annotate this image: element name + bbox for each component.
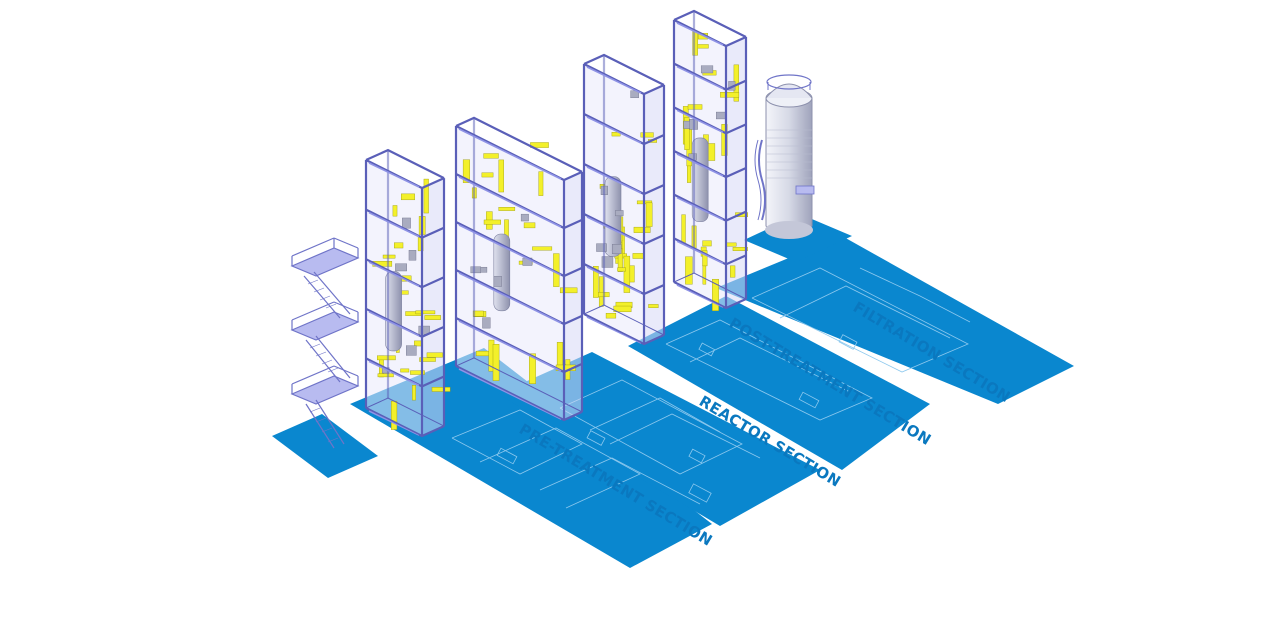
process-equipment	[681, 31, 749, 311]
filtration-tower	[672, 9, 749, 311]
pre-treatment-tower	[364, 148, 451, 438]
floor-plan-lines	[451, 267, 971, 509]
post-treatment-floor-plate	[628, 296, 930, 470]
stair-floor-plate	[272, 414, 378, 478]
filtration-floor-plate	[716, 236, 1074, 404]
storage-tank	[754, 74, 815, 239]
post-treatment-tower	[582, 53, 666, 346]
stair-tower	[290, 237, 360, 449]
reactor-tower	[454, 116, 584, 422]
